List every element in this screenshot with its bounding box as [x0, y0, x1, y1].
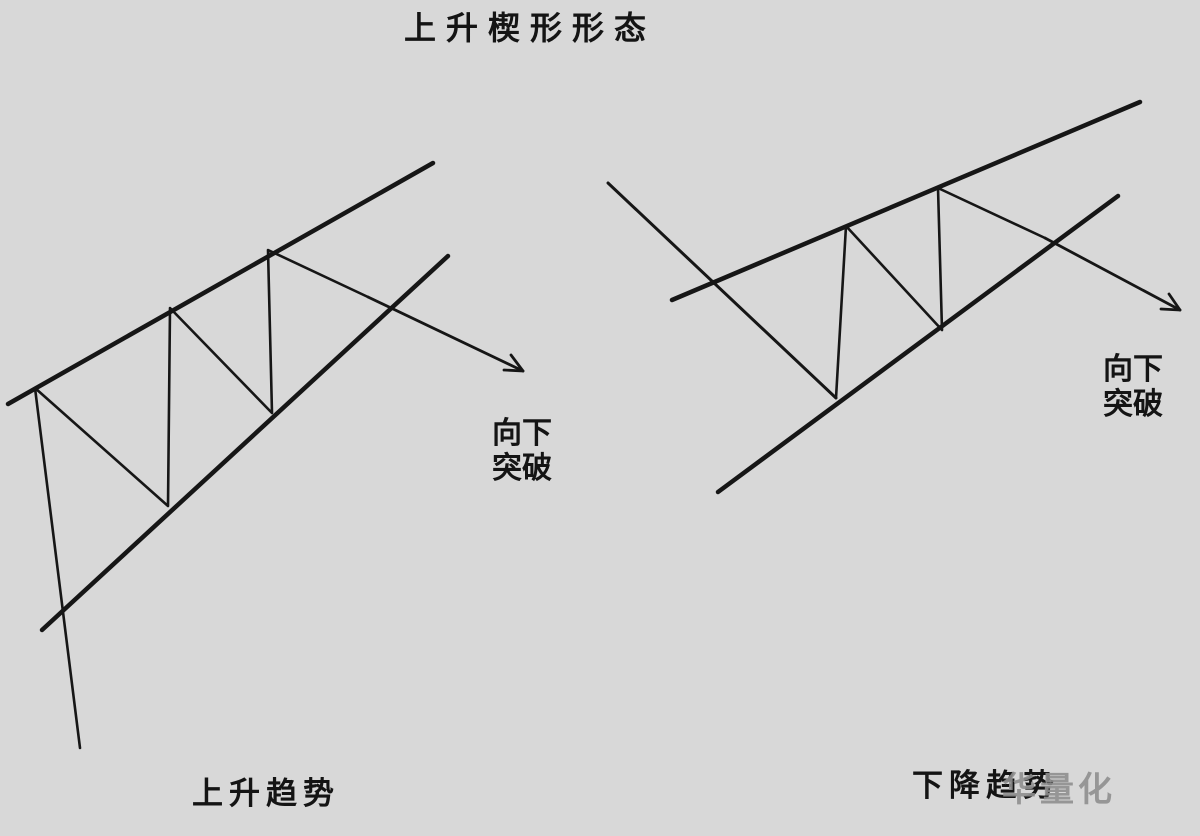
right-breakout-arrow-shaft [1043, 236, 1182, 312]
diagram-title: 上升楔形形态 [404, 10, 657, 46]
left-wedge-group [5, 160, 525, 750]
left-breakout-label: 向下 突破 [492, 417, 552, 486]
watermark-text: 华量化 [1002, 771, 1116, 809]
right-lower-trendline [715, 193, 1121, 495]
left-trend-label: 上升趋势 [192, 776, 340, 811]
right-upper-trendline [669, 99, 1143, 303]
left-breakout-arrow-shaft [366, 295, 525, 373]
left-price-zigzag [33, 248, 370, 508]
right-price-zigzag [834, 186, 1047, 400]
right-downtrend-entry-line [606, 181, 838, 400]
left-uptrend-entry-line [33, 386, 82, 750]
right-breakout-arrowhead [1159, 292, 1182, 312]
right-wedge-group [606, 99, 1182, 495]
left-lower-trendline [39, 253, 451, 633]
right-breakout-label: 向下 突破 [1103, 353, 1163, 422]
left-upper-trendline [5, 160, 436, 407]
right-trend-label: 下降趋势 [912, 768, 1060, 803]
left-breakout-arrowhead [502, 353, 525, 373]
